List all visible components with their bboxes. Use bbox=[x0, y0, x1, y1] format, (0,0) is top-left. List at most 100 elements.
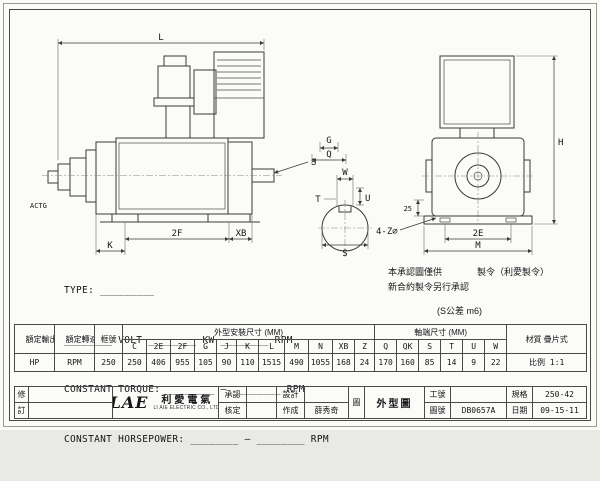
approval-note-line1: 本承認圖僅供 bbox=[388, 267, 443, 277]
dim-label-m: M bbox=[475, 241, 481, 251]
motor-side-view: ACTG bbox=[30, 137, 282, 223]
mount-value-cell: 250 bbox=[122, 353, 147, 372]
shaft-col-header: U bbox=[462, 339, 486, 354]
terminal-box bbox=[439, 55, 515, 139]
company-subtitle: LI AIE ELECTRIC CO., LTD. bbox=[153, 404, 219, 411]
dimension-table: 額定輸出 額定轉速 框號 外型安裝尺寸 (MM) 軸端尺寸 (MM) 材質 疊片… bbox=[14, 324, 588, 372]
value-frame: 250 bbox=[94, 353, 123, 372]
figure-title: 外型圖 bbox=[364, 386, 425, 419]
dim-label-g: G bbox=[326, 136, 331, 146]
spec-value: 250-42 bbox=[532, 386, 587, 403]
mount-value-cell: 490 bbox=[284, 353, 309, 372]
engineering-drawing: ACTG L 2F XB bbox=[30, 33, 563, 258]
dim-label-2e: 2E bbox=[473, 229, 484, 239]
mount-col-header: M bbox=[284, 339, 309, 354]
figure-label: 圖 bbox=[348, 386, 365, 419]
dim-label-2f: 2F bbox=[172, 229, 183, 239]
mount-value-cell: 955 bbox=[170, 353, 195, 372]
shaft-col-header: QK bbox=[396, 339, 420, 354]
mount-value-cell: 90 bbox=[216, 353, 237, 372]
spec-line-type: TYPE: _________ bbox=[64, 285, 155, 296]
mount-col-header: K bbox=[236, 339, 259, 354]
dim-label-u: U bbox=[365, 194, 370, 204]
dim-label-h: H bbox=[558, 138, 563, 148]
dim-label-w: W bbox=[342, 168, 348, 178]
lae-logo-text: LAE bbox=[112, 392, 149, 412]
scale-cell: 比例 1:1 bbox=[506, 353, 588, 372]
shaft-value-cell: 14 bbox=[440, 353, 464, 372]
mount-col-header: L bbox=[258, 339, 285, 354]
revision-label-top: 修 bbox=[14, 386, 29, 403]
mount-value-cell: 406 bbox=[146, 353, 171, 372]
header-rated-speed: 額定轉速 bbox=[54, 324, 95, 354]
company-logo: LAE 利愛電氣 LI AIE ELECTRIC CO., LTD. bbox=[112, 386, 219, 419]
title-block: 修 LAE 利愛電氣 LI AIE ELECTRIC CO., LTD. 承認 … bbox=[14, 386, 587, 419]
hole-callout: 4-Z∅ bbox=[376, 227, 398, 237]
draft-label: 作成 bbox=[276, 402, 305, 419]
date-label: 日期 bbox=[506, 402, 533, 419]
header-mount-dimensions: 外型安裝尺寸 (MM) bbox=[121, 324, 376, 340]
check-value bbox=[246, 402, 277, 419]
approval-note: 本承認圖僅供 新合約製令另行承認 bbox=[388, 265, 469, 295]
shaft-value-cell: 160 bbox=[396, 353, 420, 372]
mount-col-header: XB bbox=[332, 339, 355, 354]
shaft-col-header: W bbox=[484, 339, 508, 354]
material-label: 材質 bbox=[525, 334, 542, 344]
sheet-inner-border bbox=[9, 9, 591, 421]
shaft-value-cell: 22 bbox=[484, 353, 508, 372]
date-value: 09-15-11 bbox=[532, 402, 587, 419]
scale-value: 1:1 bbox=[549, 358, 565, 367]
dim-label-t: T bbox=[315, 195, 321, 205]
design-label: 設計 bbox=[276, 386, 305, 403]
header-frame: 框號 bbox=[94, 324, 123, 354]
dim-label-s-side: S bbox=[311, 158, 316, 168]
spec-label: 規格 bbox=[506, 386, 533, 403]
mount-col-header: N bbox=[308, 339, 333, 354]
shaft-col-header: S bbox=[418, 339, 442, 354]
dim-label-25: 25 bbox=[404, 205, 412, 213]
blower-assembly bbox=[153, 51, 265, 139]
dim-label-l: L bbox=[158, 33, 163, 43]
dim-label-actg: ACTG bbox=[30, 202, 47, 210]
shaft-value-cell: 85 bbox=[418, 353, 442, 372]
mount-value-cell: 110 bbox=[236, 353, 259, 372]
dim-label-q: Q bbox=[326, 150, 331, 160]
mount-value-cell: 105 bbox=[194, 353, 217, 372]
dim-label-k: K bbox=[107, 241, 113, 251]
company-name: 利愛電氣 bbox=[161, 394, 214, 406]
approve-value bbox=[246, 386, 277, 403]
header-rated-output: 額定輸出 bbox=[14, 324, 55, 354]
spec-line-horsepower: CONSTANT HORSEPOWER: ________ — ________… bbox=[64, 433, 329, 445]
dim-label-s-bottom: S bbox=[342, 249, 347, 258]
mount-col-header: 2E bbox=[146, 339, 171, 354]
header-shaft-dimensions: 軸端尺寸 (MM) bbox=[374, 324, 508, 340]
mount-col-header: J bbox=[216, 339, 237, 354]
drawing-sheet: ACTG L 2F XB bbox=[0, 0, 600, 445]
mount-col-header: C bbox=[122, 339, 147, 354]
mount-col-header: 2F bbox=[170, 339, 195, 354]
shaft-col-header: Q bbox=[374, 339, 398, 354]
shaft-col-header: T bbox=[440, 339, 464, 354]
drawing-number-value: DB0657A bbox=[450, 402, 507, 419]
mount-value-cell: 1515 bbox=[258, 353, 285, 372]
side-view-dimensions: L 2F XB K bbox=[57, 33, 265, 255]
approve-label: 承認 bbox=[218, 386, 247, 403]
shaft-value-cell: 9 bbox=[462, 353, 486, 372]
shaft-tolerance-note: (S公差 m6) bbox=[437, 306, 483, 316]
job-number-label: 工號 bbox=[424, 386, 451, 403]
dim-label-xb: XB bbox=[236, 229, 247, 239]
draft-value: 薛秀奇 bbox=[304, 402, 349, 419]
value-output: HP bbox=[14, 353, 55, 372]
value-speed: RPM bbox=[54, 353, 95, 372]
drawing-number-label: 圖號 bbox=[424, 402, 451, 419]
scale-label: 比例 bbox=[529, 358, 546, 367]
sheet-outer-border bbox=[3, 3, 597, 427]
shaft-value-cell: 170 bbox=[374, 353, 398, 372]
material-value: 疊片式 bbox=[543, 334, 568, 344]
mount-value-cell: 1055 bbox=[308, 353, 333, 372]
job-number-value bbox=[450, 386, 507, 403]
approval-note-line2: 新合約製令另行承認 bbox=[388, 282, 470, 292]
mount-value-cell: 24 bbox=[353, 353, 376, 372]
motor-front-view: H 2E M 25 bbox=[404, 55, 563, 255]
design-value bbox=[304, 386, 349, 403]
